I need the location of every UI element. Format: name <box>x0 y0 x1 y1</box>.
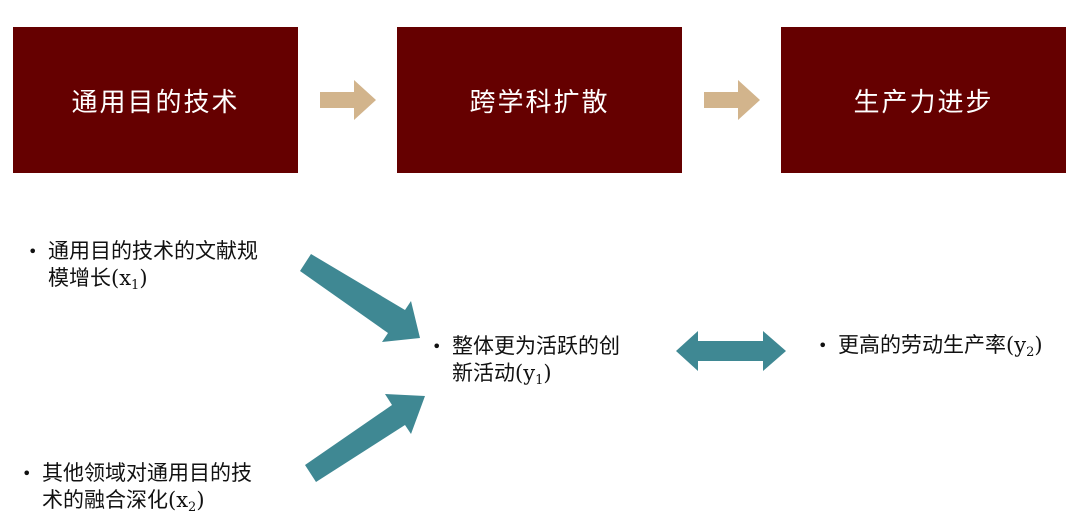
bullet-y1-line1: 整体更为活跃的创 <box>452 334 620 358</box>
bullet-y2-line1: 更高的劳动生产率(y2) <box>838 333 1043 360</box>
bullet-dot: • <box>818 336 828 355</box>
flow-box-interdisciplinary-diffusion: 跨学科扩散 <box>397 27 682 173</box>
bullet-y1: • 整体更为活跃的创 新活动(y1) <box>432 333 662 387</box>
bullet-x2-line1: 其他领域对通用目的技 <box>42 461 252 485</box>
bullet-dot: • <box>432 337 442 356</box>
flow-box-productivity-progress: 生产力进步 <box>781 27 1066 173</box>
bullet-dot: • <box>28 242 38 261</box>
flow-box-label: 跨学科扩散 <box>469 87 610 118</box>
bullet-x1-line1: 通用目的技术的文献规 <box>48 239 258 263</box>
flow-arrow-2 <box>704 80 760 120</box>
flow-box-label: 生产力进步 <box>853 87 994 118</box>
bullet-x1-line2: 模增长(x1) <box>48 266 148 293</box>
bullet-dot: • <box>22 464 32 483</box>
arrow-x2-to-y1 <box>305 394 425 482</box>
flow-box-label: 通用目的技术 <box>71 87 240 118</box>
bullet-x2-line2: 术的融合深化(x2) <box>42 488 205 515</box>
bullet-y1-line2: 新活动(y1) <box>452 361 552 388</box>
flow-arrow-1 <box>320 80 376 120</box>
bullet-y2: • 更高的劳动生产率(y2) <box>818 332 1078 359</box>
arrow-x1-to-y1 <box>300 254 420 342</box>
arrow-y1-y2-bidirectional <box>676 331 786 371</box>
flow-box-general-purpose-tech: 通用目的技术 <box>13 27 298 173</box>
bullet-x2: • 其他领域对通用目的技 术的融合深化(x2) <box>22 460 302 514</box>
bullet-x1: • 通用目的技术的文献规 模增长(x1) <box>28 238 303 292</box>
